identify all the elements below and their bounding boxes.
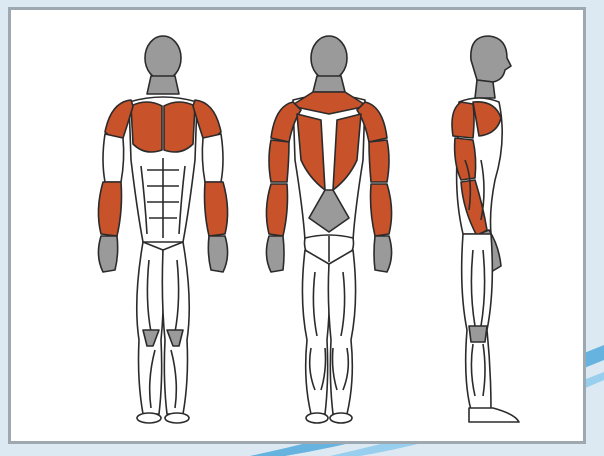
pectoral-right xyxy=(164,102,195,152)
forearm-left xyxy=(98,182,121,236)
upper-arm-right xyxy=(202,134,223,182)
hand-left xyxy=(266,236,284,272)
muscle-outline xyxy=(306,413,328,423)
biceps xyxy=(455,138,476,180)
hand-right xyxy=(374,236,392,272)
deltoid-left xyxy=(105,100,133,138)
knee xyxy=(469,326,487,342)
leg xyxy=(462,234,493,410)
neck xyxy=(475,80,495,98)
forearm-right xyxy=(205,182,228,236)
triceps-left xyxy=(269,140,289,182)
side-view-figure xyxy=(429,10,549,430)
head xyxy=(471,36,511,82)
triceps-right xyxy=(369,140,389,182)
hand-right xyxy=(208,236,227,272)
forearm-left xyxy=(266,184,287,236)
head xyxy=(145,36,181,80)
hand-left xyxy=(98,236,117,272)
muscle-outline xyxy=(165,413,189,423)
deltoid-right xyxy=(193,100,221,138)
muscle-outline xyxy=(330,413,352,423)
upper-arm-left xyxy=(103,134,124,182)
muscle-outline xyxy=(137,413,161,423)
pectoral-left xyxy=(131,102,162,152)
foot xyxy=(469,408,519,422)
forearm-right xyxy=(371,184,392,236)
deltoid xyxy=(452,102,474,138)
neck xyxy=(313,76,345,92)
head xyxy=(311,36,347,80)
front-view-figure xyxy=(83,10,243,430)
diagram-frame xyxy=(8,7,586,444)
back-view-figure xyxy=(249,10,409,430)
neck xyxy=(147,76,179,94)
